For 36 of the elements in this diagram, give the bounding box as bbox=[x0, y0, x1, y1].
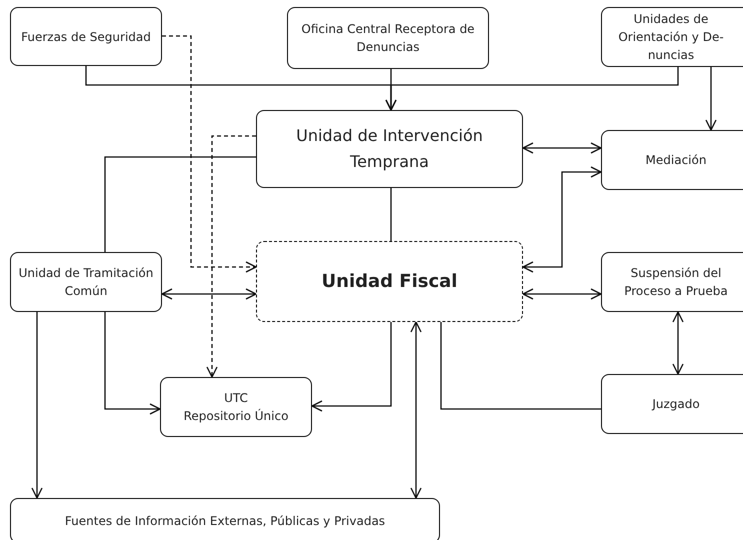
connector-arrow bbox=[162, 35, 257, 273]
node-label: Repositorio Único bbox=[184, 408, 288, 425]
node-label: Juzgado bbox=[652, 396, 700, 413]
connector-arrow bbox=[104, 312, 161, 415]
node-label: Suspensión del Proceso a Prueba bbox=[623, 265, 729, 300]
node-label: Oficina Central Receptora de Denuncias bbox=[300, 21, 476, 56]
connector-arrow bbox=[522, 288, 602, 300]
connector-arrow bbox=[31, 312, 43, 499]
process-box bbox=[10, 498, 440, 540]
process-box bbox=[10, 7, 162, 66]
process-box bbox=[10, 252, 162, 312]
node-label: Unidad de Tramitación Común bbox=[18, 265, 154, 300]
connector-arrow bbox=[161, 288, 257, 300]
connector-arrow bbox=[522, 142, 602, 154]
connector-arrow bbox=[206, 135, 256, 378]
connector-arrow bbox=[522, 166, 602, 273]
connector-arrow bbox=[385, 67, 679, 111]
connector-arrow bbox=[705, 67, 717, 131]
process-box bbox=[601, 374, 743, 434]
connector-arrow bbox=[672, 311, 684, 375]
node-label: Fuentes de Información Externas, Públicas y Privadas bbox=[64, 512, 386, 530]
node-label: Unidades de Orientación y De-nuncias bbox=[617, 11, 725, 64]
central-unit-box bbox=[256, 241, 523, 322]
node-label: Unidad de Intervención Temprana bbox=[295, 124, 484, 173]
process-box bbox=[287, 7, 489, 69]
node-label: Fuerzas de Seguridad bbox=[21, 28, 151, 46]
process-box bbox=[601, 252, 743, 312]
process-box bbox=[601, 7, 743, 67]
node-label: Mediación bbox=[646, 152, 706, 169]
connector-arrow bbox=[410, 321, 422, 499]
process-box bbox=[256, 110, 523, 188]
node-label: UTC bbox=[224, 390, 248, 407]
connector-arrow bbox=[311, 322, 392, 412]
node-label: Unidad Fiscal bbox=[322, 270, 458, 294]
process-box bbox=[601, 130, 743, 190]
process-box bbox=[160, 377, 312, 437]
